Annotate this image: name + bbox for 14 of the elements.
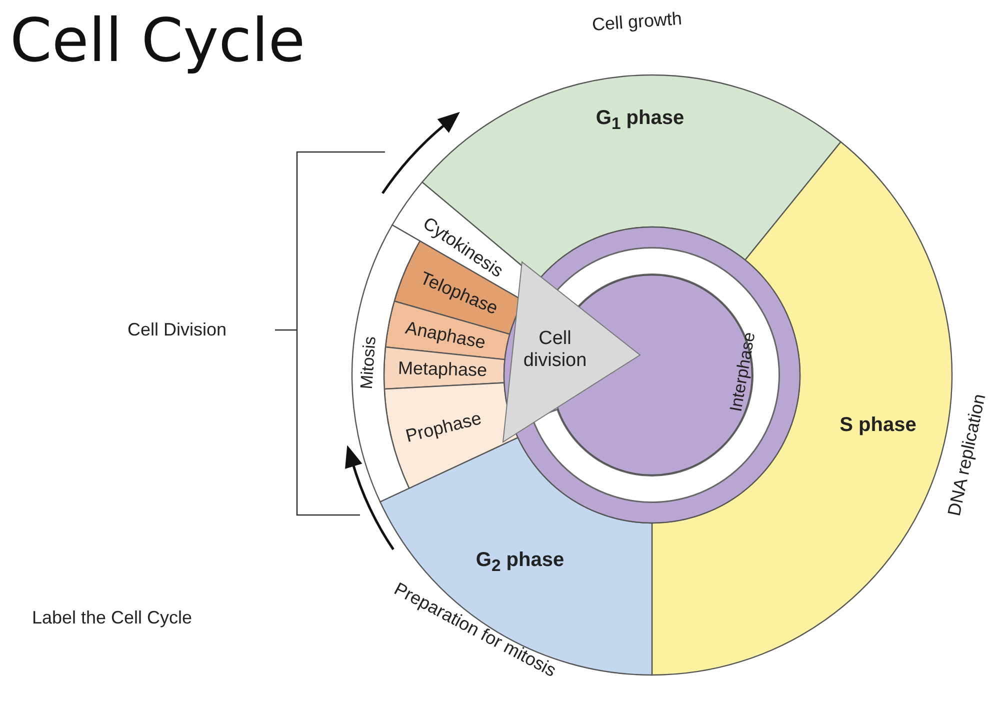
phase-label: G$_{1}$ phase (596, 106, 684, 134)
ring-label: Interphase (726, 330, 760, 414)
bracket-label: Cell Division (127, 320, 227, 340)
title: Cell Cycle (10, 6, 306, 76)
phase-label: Mitosis (356, 336, 380, 390)
note: Label the Cell Cycle (32, 608, 192, 628)
arc-label: DNA replication (944, 392, 988, 518)
phase-label: Metaphase (397, 358, 487, 381)
phase-label: S phase (840, 414, 916, 436)
phase-label: G$_{2}$ phase (476, 548, 564, 576)
phase-label: Anaphase (404, 317, 488, 353)
phase-label: Cell division (522, 328, 588, 372)
phase-label: Prophase (403, 408, 484, 446)
arc-label: Cell growth (591, 8, 683, 36)
